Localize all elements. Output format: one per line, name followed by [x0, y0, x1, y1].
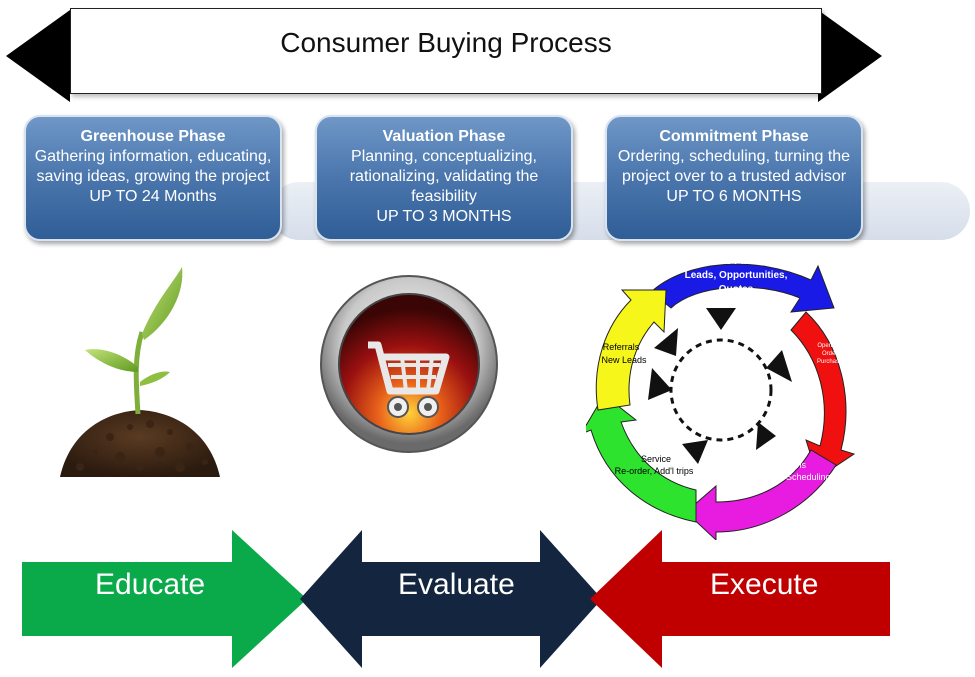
execute-arrow [590, 530, 890, 668]
evaluate-label: Evaluate [398, 568, 515, 601]
cycle-label-ops-receiving-sub: Receiving, Scheduling [741, 472, 830, 482]
cycle-blue-segment [650, 263, 835, 313]
cycle-label-sales-funnel-sub: Leads, Opportunities, [685, 270, 788, 281]
cycle-label-referrals-sub: New Leads [601, 355, 647, 365]
cycle-red-segment [790, 311, 856, 479]
cycle-label-ops-orders: Operations [817, 343, 846, 349]
cycle-label-service: Service [641, 454, 671, 464]
cycle-label-ops-orders-sub: Orders, [822, 351, 842, 357]
educate-arrow [22, 530, 307, 668]
cycle-label-sales-funnel: Sales Funnel [705, 256, 767, 267]
phase-duration: UP TO 3 MONTHS [376, 208, 512, 225]
phase-duration: UP TO 6 MONTHS [666, 188, 802, 205]
cycle-yellow-segment [595, 289, 667, 411]
phase-title: Commitment Phase [659, 128, 809, 145]
sales-cycle-diagram: Sales Funnel Leads, Opportunities, Quote… [586, 256, 856, 540]
page-title: Consumer Buying Process [280, 27, 612, 58]
right-arrowhead [818, 10, 882, 102]
cycle-magenta-segment [685, 449, 837, 540]
execute-label: Execute [710, 568, 819, 601]
educate-label: Educate [95, 568, 206, 601]
phase-duration: UP TO 24 Months [89, 188, 217, 205]
greenhouse-phase-box: Greenhouse Phase Gathering information, … [24, 115, 282, 241]
phase-description: Planning, conceptualizing, rationalizing… [349, 148, 539, 205]
phase-title: Greenhouse Phase [80, 128, 226, 145]
seedling-icon [60, 267, 220, 477]
cycle-green-segment [586, 394, 697, 523]
evaluate-arrow [300, 530, 602, 668]
left-arrowhead [6, 10, 70, 102]
commitment-phase-box: Commitment Phase Ordering, scheduling, t… [605, 115, 863, 241]
cycle-label-sales-funnel-sub2: Quotes [719, 284, 754, 295]
phase-description: Gathering information, educating, saving… [34, 148, 272, 185]
cycle-label-ops-receiving: Operations [762, 460, 807, 470]
phase-title: Valuation Phase [382, 128, 506, 145]
cycle-label-ops-orders-sub2: Purchasing [817, 359, 847, 365]
shopping-cart-icon [320, 275, 498, 453]
phase-description: Ordering, scheduling, turning the projec… [617, 148, 851, 185]
valuation-phase-box: Valuation Phase Planning, conceptualizin… [315, 115, 573, 241]
title-banner: Consumer Buying Process [70, 8, 822, 94]
cycle-label-service-sub: Re-order, Add'l trips [615, 466, 694, 476]
cycle-label-referrals: Referrals [603, 342, 640, 352]
